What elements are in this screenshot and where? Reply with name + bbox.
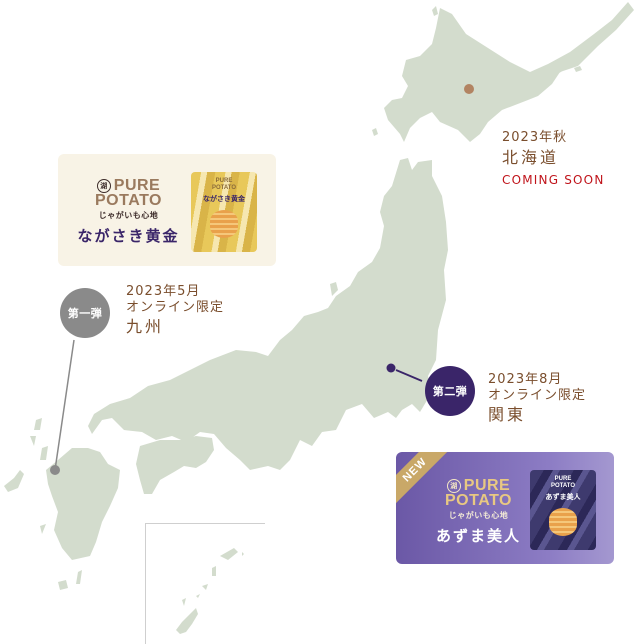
brand-pure: PURE [113, 177, 161, 194]
hokkaido-name: 北海道 [502, 147, 560, 167]
kanto-date: 2023年8月 [488, 372, 563, 387]
brand-potato: POTATO [445, 492, 512, 509]
okinawa-inset-frame [145, 523, 265, 644]
brand-mark-icon: 湖 [96, 178, 111, 193]
coming-soon-status: COMING SOON [502, 172, 605, 187]
kyushu-connector-line [54, 339, 75, 471]
kanto-label: 2023年8月 オンライン限定 関東 [488, 372, 586, 424]
chips-image [549, 508, 577, 536]
product-card-nagasaki-kogane[interactable]: 湖 PURE POTATO じゃがいも心地 ながさき黄金 PURE POTATO… [58, 154, 276, 266]
hokkaido-date: 2023年秋 [502, 130, 568, 145]
product-package-image: PURE POTATO あずま美人 [530, 470, 596, 550]
kyushu-name: 九州 [126, 317, 165, 337]
chips-image [210, 210, 238, 238]
product-package-image: PURE POTATO ながさき黄金 [191, 172, 257, 252]
brand-potato: POTATO [95, 192, 162, 209]
kyushu-date: 2023年5月 [126, 284, 201, 299]
brand-subtitle: じゃがいも心地 [98, 211, 159, 220]
product-logo: 湖 PURE POTATO じゃがいも心地 あずま美人 [426, 478, 531, 546]
kyushu-land [46, 448, 120, 560]
product-flavor: ながさき黄金 [77, 227, 180, 245]
shikoku-land [136, 436, 214, 494]
hokkaido-marker [464, 84, 474, 94]
kyushu-marker [50, 465, 60, 475]
kanto-marker [386, 363, 396, 373]
product-logo: 湖 PURE POTATO じゃがいも心地 ながさき黄金 [76, 178, 181, 246]
kanto-name: 関東 [488, 405, 527, 425]
kyushu-release-badge: 第一弾 [60, 288, 110, 338]
honshu-land [88, 158, 448, 470]
product-card-azuma-bijin[interactable]: NEW 湖 PURE POTATO じゃがいも心地 あずま美人 PURE POT… [396, 452, 614, 564]
kyushu-channel: オンライン限定 [126, 299, 225, 315]
hokkaido-land [384, 2, 634, 142]
kanto-channel: オンライン限定 [488, 387, 587, 403]
okinawa-land [176, 608, 198, 634]
hokkaido-label: 2023年秋 北海道 COMING SOON [502, 130, 605, 187]
brand-subtitle: じゃがいも心地 [448, 511, 509, 520]
brand-mark-icon: 湖 [446, 478, 461, 493]
brand-pure: PURE [463, 477, 511, 494]
product-flavor: あずま美人 [435, 527, 521, 545]
kanto-connector-line [395, 369, 423, 382]
kyushu-label: 2023年5月 オンライン限定 九州 [126, 284, 224, 336]
kanto-release-badge: 第二弾 [425, 366, 475, 416]
